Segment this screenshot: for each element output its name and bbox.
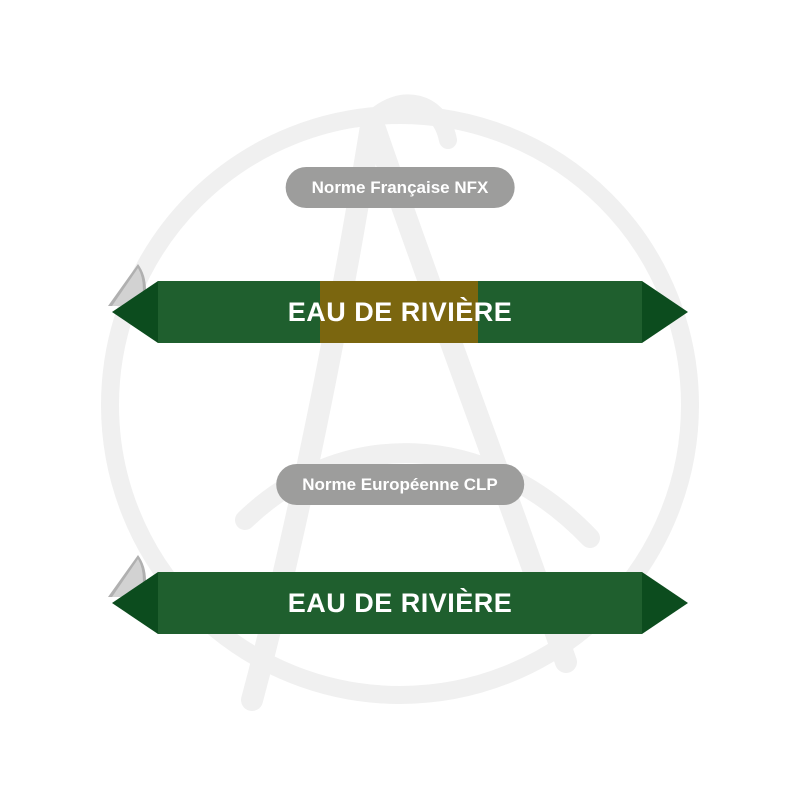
pipe-marker-clp: EAU DE RIVIÈRE — [112, 572, 688, 634]
marker-label-clp: EAU DE RIVIÈRE — [287, 587, 513, 618]
norm-badge-nfx: Norme Française NFX — [285, 167, 515, 208]
arrow-tip-left-icon — [112, 281, 158, 343]
norm-badge-clp-label: Norme Européenne CLP — [302, 475, 498, 494]
marker-body-clp: EAU DE RIVIÈRE — [158, 572, 642, 634]
olive-color-band — [320, 281, 478, 343]
marker-label-nfx: EAU DE RIVIÈRE — [287, 296, 513, 327]
arrow-tip-left-icon — [112, 572, 158, 634]
norm-badge-nfx-label: Norme Française NFX — [311, 178, 489, 197]
marker-body-nfx: EAU DE RIVIÈRE — [158, 281, 642, 343]
arrow-tip-right-icon — [642, 281, 688, 343]
norm-badge-clp: Norme Européenne CLP — [276, 464, 524, 505]
arrow-tip-right-icon — [642, 572, 688, 634]
pipe-marker-nfx: EAU DE RIVIÈRE — [112, 281, 688, 343]
